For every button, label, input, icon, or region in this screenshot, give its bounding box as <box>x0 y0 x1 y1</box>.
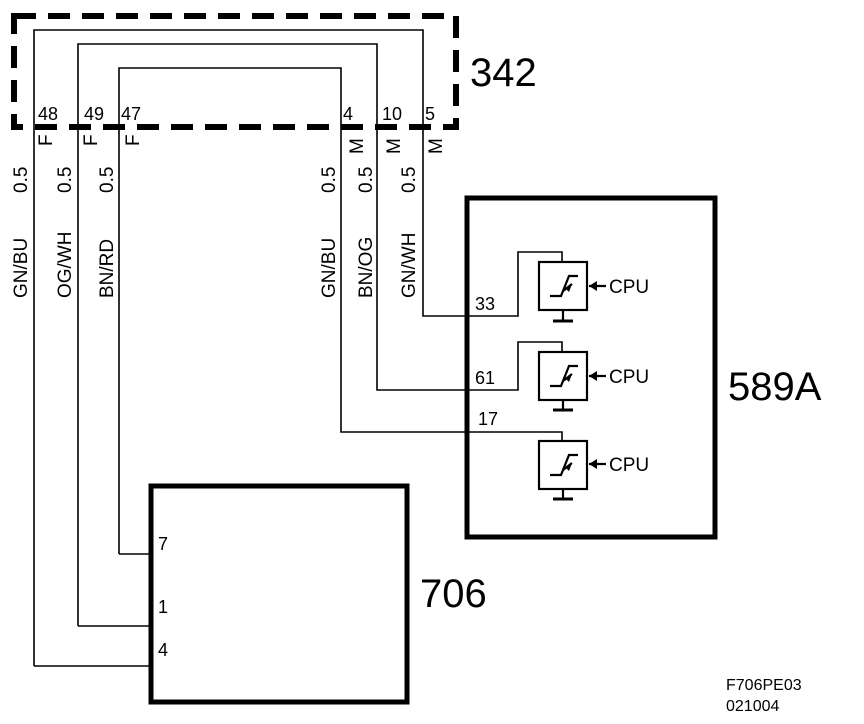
module-589a-pin-33: 33 <box>475 294 495 314</box>
pin-type-47: F <box>123 134 144 146</box>
drawing-code-line1: F706PE03 <box>726 677 802 694</box>
wire-label-color-6: GN/WH <box>399 233 420 298</box>
pin-type-10: M <box>384 138 405 154</box>
drawing-code-line2: 021004 <box>726 698 779 715</box>
pin-type-5: M <box>426 138 447 154</box>
module-589a-label: 589A <box>728 365 822 409</box>
cpu-label-2: CPU <box>609 367 649 388</box>
connector-pin-10: 10 <box>382 104 402 124</box>
connector-pin-4: 4 <box>343 104 353 124</box>
module-706-pin-1: 1 <box>158 597 168 617</box>
wire-gn-wh-pin5-to-589a-33 <box>33 29 563 666</box>
connector-pin-48: 48 <box>38 104 58 124</box>
pin-type-48: F <box>36 134 57 146</box>
switch-icon-2 <box>537 350 606 412</box>
pin-type-49: F <box>81 134 102 146</box>
connector-342-outline <box>11 13 459 130</box>
wire-label-size-5: 0.5 <box>356 167 377 193</box>
wire-label-color-5: BN/OG <box>356 237 377 298</box>
connector-pin-49: 49 <box>84 104 104 124</box>
module-706-box <box>148 483 410 705</box>
wire-label-color-2: OG/WH <box>55 232 76 299</box>
module-706-label: 706 <box>420 572 487 616</box>
module-589a-pin-17: 17 <box>478 409 498 429</box>
wire-gn-bu-pin4-to-589a-17 <box>118 67 563 554</box>
cpu-label-3: CPU <box>609 455 649 476</box>
switch-icon-3 <box>537 439 606 501</box>
cpu-label-1: CPU <box>609 277 649 298</box>
wire-label-size-4: 0.5 <box>319 167 340 193</box>
connector-pin-5: 5 <box>425 104 435 124</box>
module-706-pin-7: 7 <box>158 534 168 554</box>
wire-label-color-1: GN/BU <box>11 238 32 298</box>
wire-label-size-1: 0.5 <box>11 167 32 193</box>
switch-icon-1 <box>537 260 606 323</box>
connector-pin-47: 47 <box>121 104 141 124</box>
module-589a-pin-61: 61 <box>475 368 495 388</box>
wire-label-size-6: 0.5 <box>399 167 420 193</box>
module-706-pin-4: 4 <box>158 640 168 660</box>
connector-342-label: 342 <box>470 51 537 95</box>
wire-label-size-2: 0.5 <box>55 167 76 193</box>
pin-type-4: M <box>347 138 368 154</box>
wire-label-color-3: BN/RD <box>97 239 118 298</box>
wire-label-color-4: GN/BU <box>319 238 340 298</box>
module-589a-box <box>464 195 718 540</box>
wire-bn-og-pin10-to-589a-61 <box>77 43 563 626</box>
wire-label-size-3: 0.5 <box>97 167 118 193</box>
